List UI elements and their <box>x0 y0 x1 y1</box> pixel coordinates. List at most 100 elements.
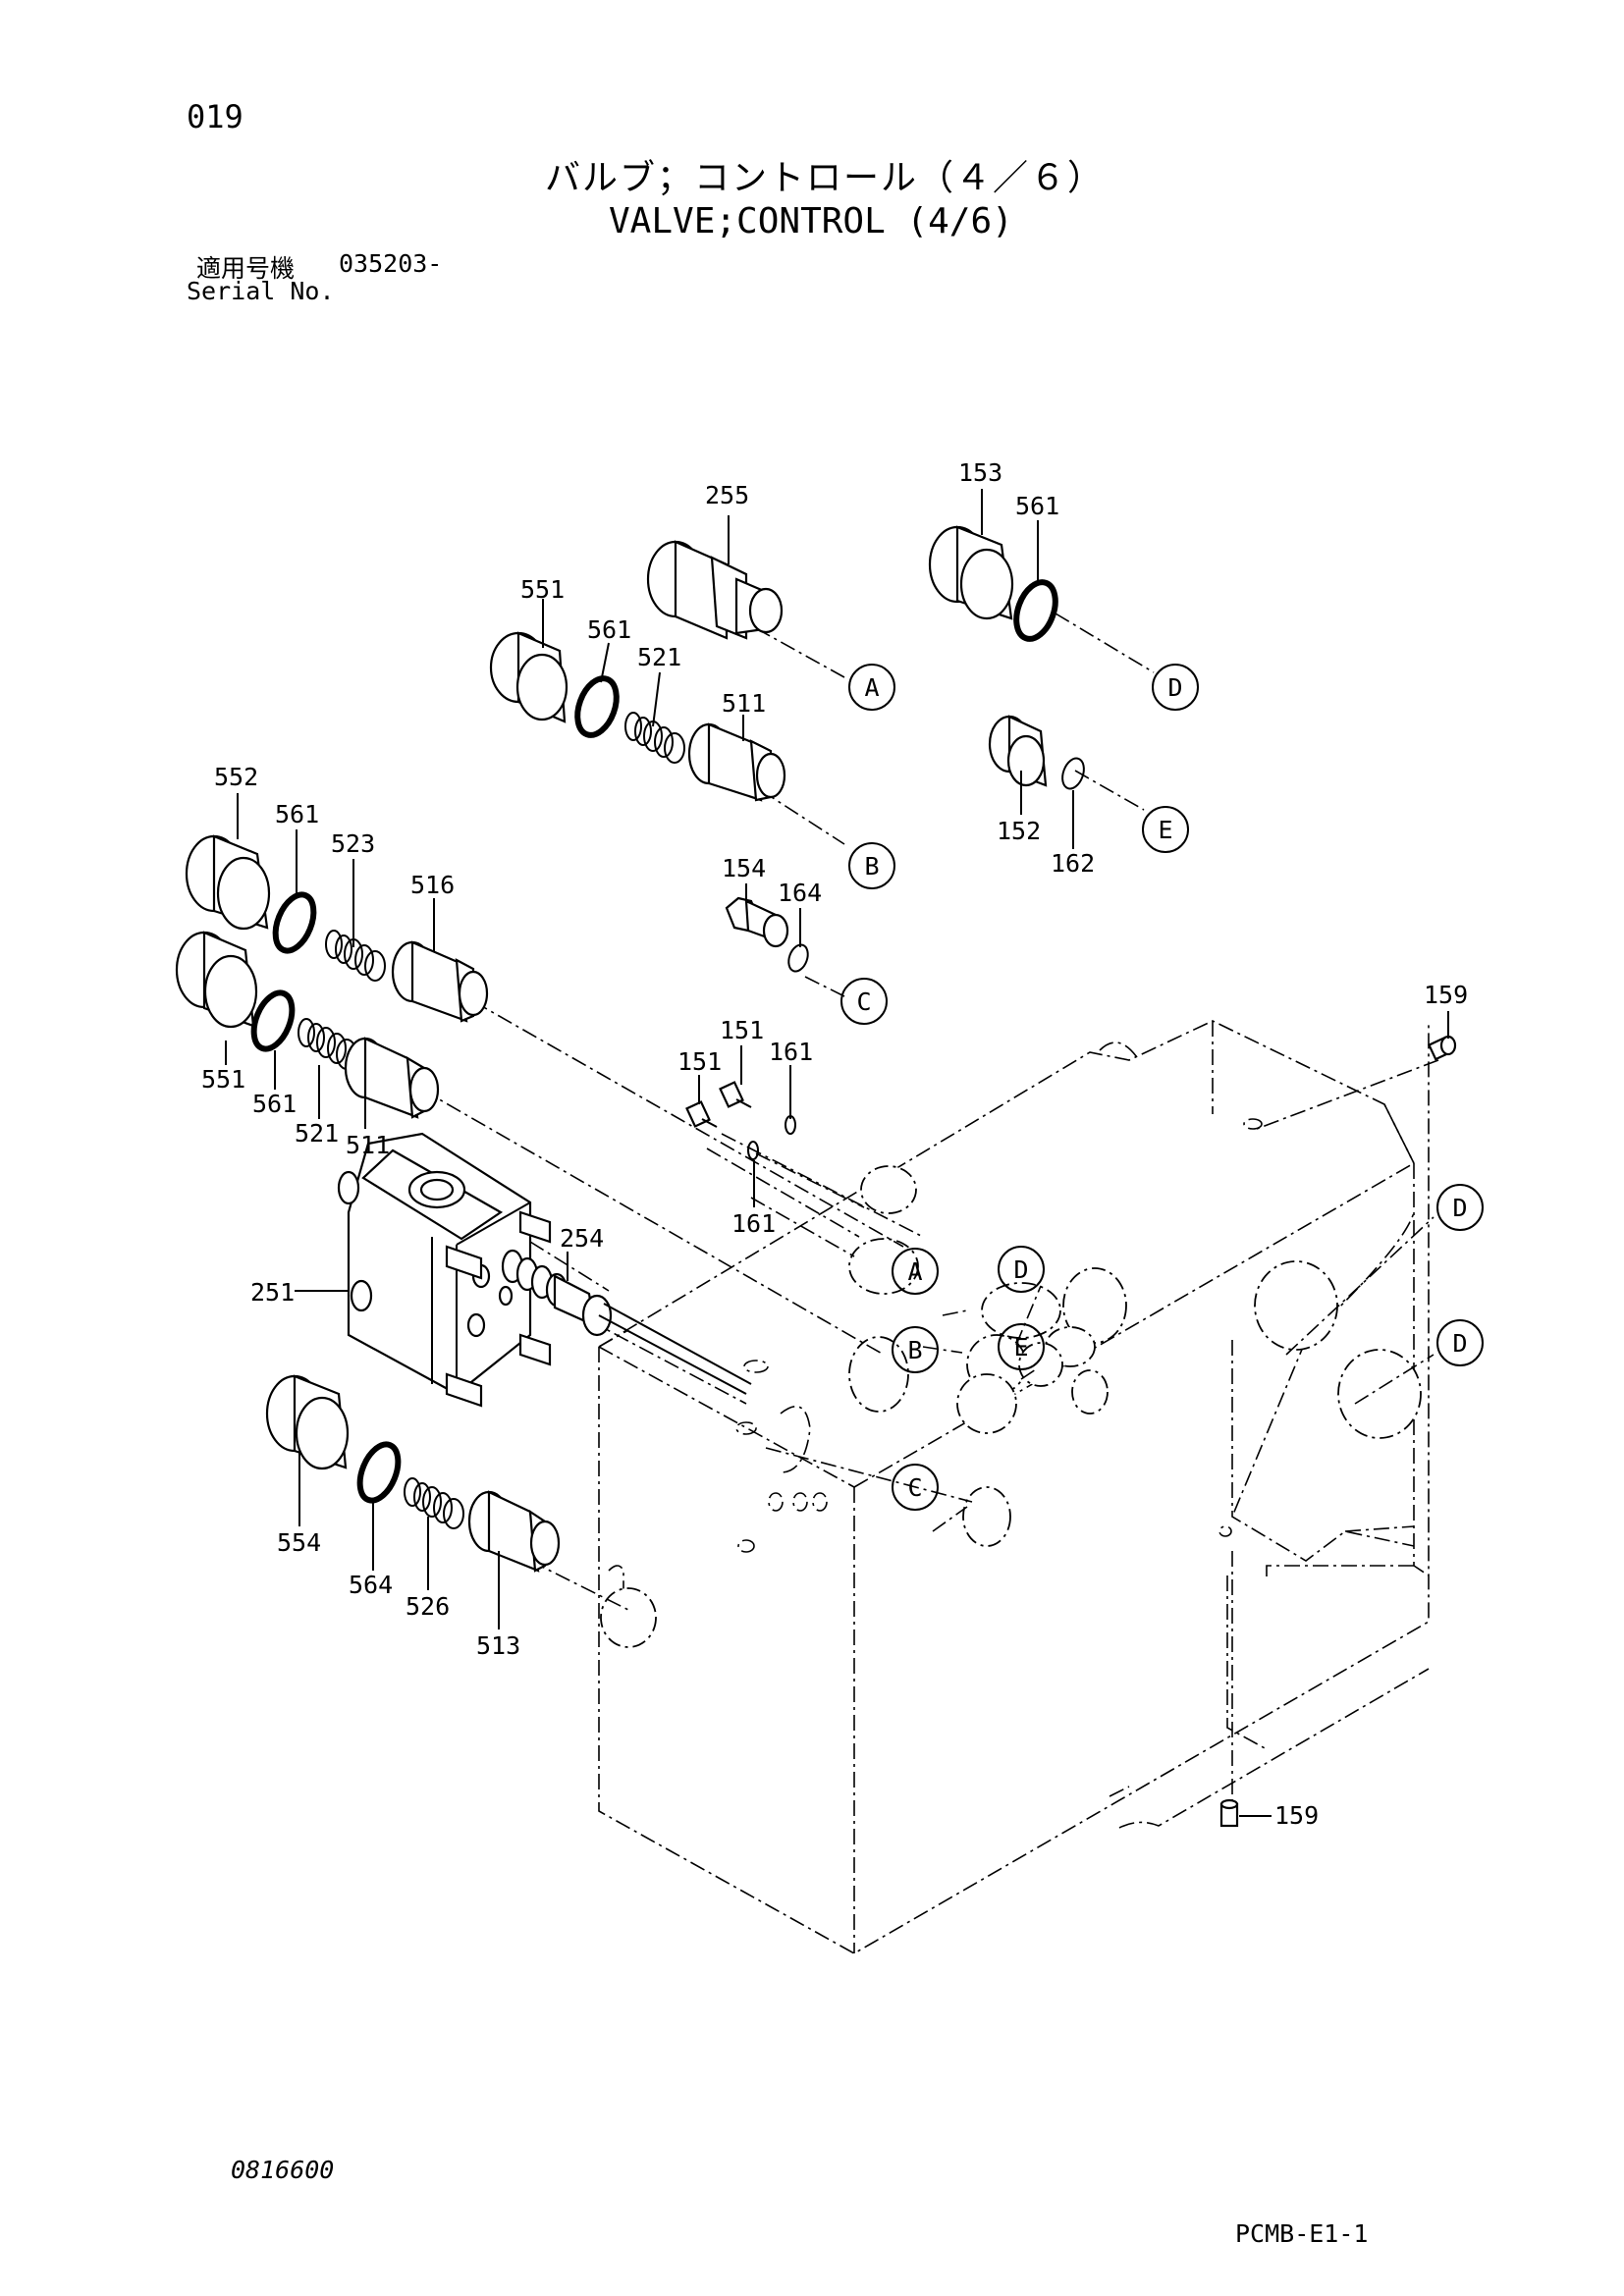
label-551: 551 <box>201 1065 245 1094</box>
svg-text:D: D <box>1452 1194 1467 1222</box>
o-ring-164 <box>787 943 809 973</box>
callout-d-right-upper: D <box>1436 1184 1484 1231</box>
label-164: 164 <box>778 879 822 907</box>
svg-text:A: A <box>907 1257 922 1286</box>
label-521: 521 <box>295 1119 339 1148</box>
label-159: 159 <box>1274 1801 1319 1830</box>
label-251: 251 <box>250 1278 295 1307</box>
connection-callouts: A B C D E A B C <box>840 664 1484 1511</box>
o-ring-162 <box>1061 757 1085 790</box>
plug-551-upper <box>489 631 568 723</box>
spring-521-upper <box>624 712 685 764</box>
svg-text:E: E <box>1158 816 1172 844</box>
serial-number-value: 035203- <box>339 249 443 278</box>
callout-d-right-lower: D <box>1436 1319 1484 1366</box>
label-564: 564 <box>349 1571 393 1599</box>
valve-ports <box>600 1165 1422 1648</box>
spool-516 <box>391 940 489 1023</box>
callout-a-body: A <box>892 1248 939 1295</box>
part-number-labels: 255 153 561 551 561 521 511 552 561 523 … <box>201 458 1468 1830</box>
plug-153 <box>928 525 1014 620</box>
plug-159-bottom <box>1219 1798 1272 1828</box>
spring-526 <box>404 1477 464 1529</box>
serial-label-english: Serial No. <box>187 277 335 305</box>
svg-text:E: E <box>1013 1333 1028 1362</box>
o-ring-561-left-upper <box>272 891 317 954</box>
plug-152 <box>988 715 1048 787</box>
plug-159-top <box>1428 1035 1457 1061</box>
o-ring-564 <box>356 1441 402 1504</box>
cover-251 <box>337 1132 552 1408</box>
title-japanese: バルブ；コントロール（４／６） <box>545 158 1106 198</box>
cover-studs <box>445 1210 552 1408</box>
plug-554 <box>265 1374 350 1470</box>
o-ring-561-upper <box>574 675 620 738</box>
svg-text:B: B <box>907 1336 922 1364</box>
spool-511-lower <box>344 1037 440 1119</box>
plug-154 <box>725 896 789 948</box>
label-161: 161 <box>769 1038 813 1066</box>
svg-text:D: D <box>1452 1329 1467 1358</box>
callout-d-upper: D <box>1152 664 1199 711</box>
page-number: 019 <box>187 98 244 135</box>
screw-151-b <box>719 1081 752 1108</box>
o-ring-561-left-lower <box>250 989 296 1052</box>
svg-text:B: B <box>864 852 879 881</box>
svg-text:D: D <box>1167 673 1182 702</box>
plug-255 <box>646 540 784 640</box>
o-ring-561-right <box>1013 579 1058 642</box>
svg-text:A: A <box>864 673 879 702</box>
spring-523 <box>325 930 386 982</box>
label-516: 516 <box>410 871 455 899</box>
label-561: 561 <box>1015 492 1059 520</box>
serial-label-japanese: 適用号機 <box>196 254 296 283</box>
valve-body-outline <box>598 1020 1430 1954</box>
label-161: 161 <box>731 1209 776 1238</box>
label-561: 561 <box>275 800 319 828</box>
label-255: 255 <box>705 481 749 509</box>
label-561: 561 <box>252 1090 297 1118</box>
o-ring-161-b <box>747 1141 759 1160</box>
label-162: 162 <box>1051 849 1095 878</box>
callout-e-upper: E <box>1142 806 1189 853</box>
spool-511-upper <box>687 722 786 802</box>
label-552: 552 <box>214 763 258 791</box>
callout-c-body: C <box>892 1464 939 1511</box>
plug-552 <box>185 834 271 931</box>
label-154: 154 <box>722 854 766 882</box>
label-159: 159 <box>1424 981 1468 1009</box>
label-551: 551 <box>520 575 565 604</box>
svg-text:C: C <box>907 1473 922 1502</box>
callout-c-upper: C <box>840 978 888 1025</box>
document-code: 0816600 <box>231 2156 335 2184</box>
callout-a-upper: A <box>848 664 895 711</box>
label-254: 254 <box>560 1224 604 1253</box>
callout-e-body: E <box>998 1323 1045 1370</box>
label-523: 523 <box>331 829 375 858</box>
assembly-center-lines <box>421 613 1439 1801</box>
page-code: PCMB-E1-1 <box>1235 2219 1369 2248</box>
label-526: 526 <box>406 1592 450 1621</box>
plug-551-lower <box>175 931 258 1029</box>
label-513: 513 <box>476 1631 520 1660</box>
spool-254 <box>501 1249 752 1395</box>
svg-text:D: D <box>1013 1255 1028 1284</box>
label-511: 511 <box>346 1131 390 1159</box>
callout-b-body: B <box>892 1326 939 1373</box>
callout-b-upper: B <box>848 842 895 889</box>
label-152: 152 <box>997 817 1041 845</box>
label-554: 554 <box>277 1528 321 1557</box>
spool-513 <box>467 1490 561 1573</box>
label-511: 511 <box>722 689 766 718</box>
label-151: 151 <box>720 1016 764 1044</box>
screw-151-a <box>685 1100 718 1128</box>
label-561: 561 <box>587 615 631 644</box>
svg-text:C: C <box>856 988 871 1016</box>
label-521: 521 <box>637 643 681 671</box>
label-151: 151 <box>677 1047 722 1076</box>
label-153: 153 <box>958 458 1002 487</box>
leader-lines <box>225 489 1449 1629</box>
title-english: VALVE;CONTROL (4/6) <box>609 201 1013 241</box>
callout-d-body: D <box>998 1246 1045 1293</box>
